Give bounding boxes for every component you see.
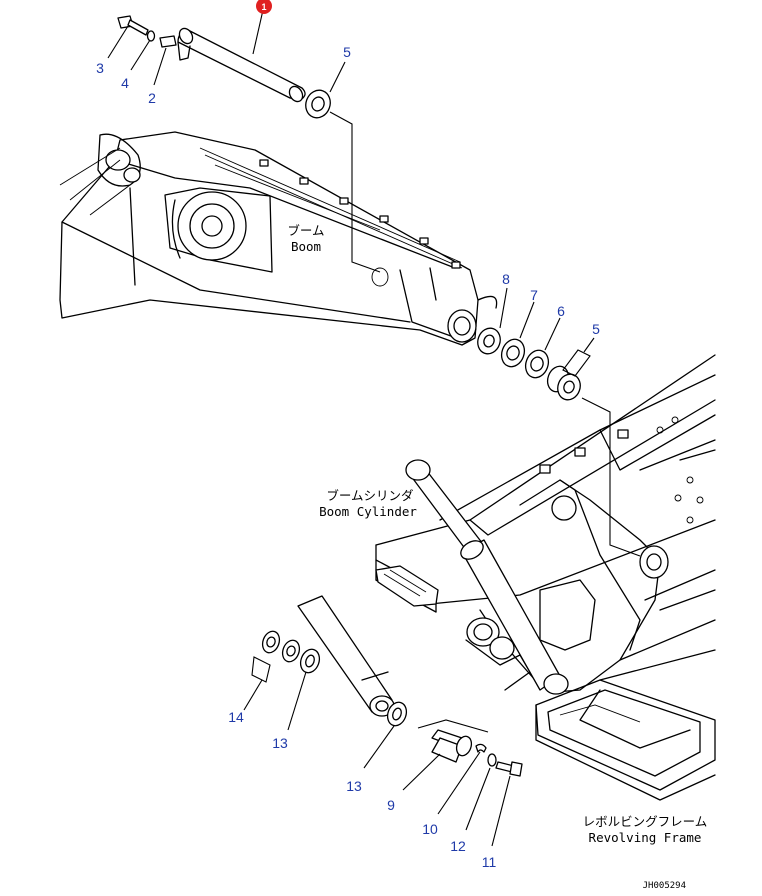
bolt-3[interactable]: [117, 15, 149, 36]
bolt-11[interactable]: [495, 761, 523, 777]
boom-label-jp: ブーム: [287, 223, 324, 238]
plate-2[interactable]: [159, 35, 177, 48]
shim-8[interactable]: [474, 325, 504, 357]
shim-14[interactable]: [260, 629, 283, 655]
callout-8[interactable]: 8: [502, 271, 510, 287]
washer-12[interactable]: [487, 753, 497, 767]
callout-3[interactable]: 3: [96, 60, 104, 76]
pin-9[interactable]: [431, 729, 474, 763]
revolving-frame: [375, 354, 716, 801]
washer-4[interactable]: [146, 30, 156, 42]
callout-13-lower[interactable]: 13: [346, 778, 362, 794]
callout-6[interactable]: 6: [557, 303, 565, 319]
shim-14b[interactable]: [280, 638, 303, 664]
snap-ring-10[interactable]: [475, 743, 487, 753]
shim-7[interactable]: [498, 336, 528, 370]
washer-13-lower[interactable]: [384, 700, 409, 729]
shim-5-middle[interactable]: [544, 363, 584, 403]
washer-13-upper[interactable]: [297, 647, 322, 676]
boom-cylinder: [405, 459, 569, 695]
boom-foot-pin[interactable]: [177, 26, 306, 104]
callout-7[interactable]: 7: [530, 287, 538, 303]
highlight-badge: [256, 0, 272, 14]
boom-body: [59, 131, 498, 346]
callout-4[interactable]: 4: [121, 75, 129, 91]
frame-label-jp: レボルビングフレーム: [583, 814, 708, 829]
callout-9[interactable]: 9: [387, 797, 395, 813]
callout-10[interactable]: 10: [422, 821, 438, 837]
callout-5-middle[interactable]: 5: [592, 321, 600, 337]
callout-12[interactable]: 12: [450, 838, 466, 854]
callout-5-top[interactable]: 5: [343, 44, 351, 60]
boom-label-en: Boom: [291, 239, 321, 254]
callout-11[interactable]: 11: [482, 854, 497, 870]
cylinder-label-en: Boom Cylinder: [319, 504, 417, 519]
highlight-badge-number: 1: [261, 2, 266, 12]
cylinder-label-jp: ブームシリンダ: [326, 488, 413, 503]
drawing-code: JH005294: [643, 881, 686, 891]
callout-2[interactable]: 2: [148, 90, 156, 106]
frame-label-en: Revolving Frame: [589, 830, 702, 845]
plate-6[interactable]: [522, 347, 552, 381]
callout-13-upper[interactable]: 13: [272, 735, 288, 751]
shim-5-top[interactable]: [302, 87, 334, 122]
callout-14[interactable]: 14: [228, 709, 244, 725]
